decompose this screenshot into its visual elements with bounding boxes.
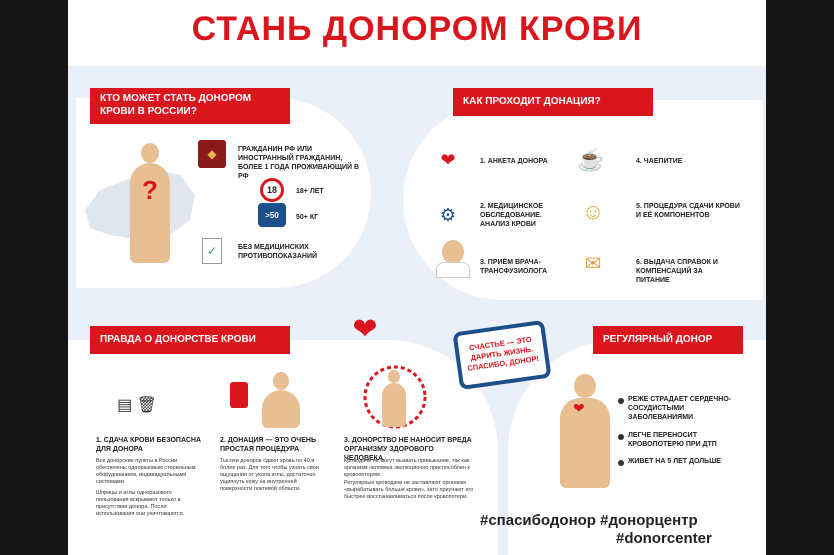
person-small-silhouette bbox=[382, 383, 406, 427]
truth-col1-body2: Шприцы и иглы одноразового пользования в… bbox=[96, 490, 185, 517]
right-dark-frame bbox=[766, 0, 834, 555]
process-step-5: 5. ПРОЦЕДУРА СДАЧИ КРОВИ И ЕЁ КОМПОНЕНТО… bbox=[636, 203, 740, 219]
cycle-arrow-icon bbox=[363, 365, 427, 429]
regular-donor-head bbox=[574, 374, 596, 398]
truth-col3-title: 3. ДОНОРСТВО НЕ НАНОСИТ ВРЕДА ОРГАНИЗМУ … bbox=[344, 437, 472, 462]
process-step-4: 4. ЧАЕПИТИЕ bbox=[636, 158, 683, 165]
title-band bbox=[68, 0, 766, 66]
person-silhouette bbox=[130, 163, 170, 263]
tea-icon: ☕ bbox=[577, 147, 605, 172]
process-step-2: 2. МЕДИЦИНСКОЕ ОБСЛЕДОВАНИЕ. АНАЛИЗ КРОВ… bbox=[480, 203, 543, 228]
doctor-icon bbox=[442, 240, 464, 264]
who-item-4: БЕЗ МЕДИЦИНСКИХ ПРОТИВОПОКАЗАНИЙ bbox=[238, 244, 318, 260]
donation-chair-icon: ☺ bbox=[581, 199, 605, 224]
regular-item-3: ЖИВЕТ НА 5 ЛЕТ ДОЛЬШЕ bbox=[628, 458, 721, 465]
regular-item-2: ЛЕГЧЕ ПЕРЕНОСИТ КРОВОПОТЕРЮ ПРИ ДТП bbox=[628, 432, 717, 448]
truth-col3-body: Кроводачи не могут вызвать привыкание, т… bbox=[344, 458, 470, 478]
person-small-head bbox=[388, 370, 400, 383]
heart-hands-icon: ❤ bbox=[352, 312, 378, 346]
scale-icon: >50 bbox=[258, 203, 286, 227]
regular-heading: РЕГУЛЯРНЫЙ ДОНОР bbox=[593, 326, 743, 354]
regular-donor-silhouette bbox=[560, 398, 610, 488]
regular-bullet-3 bbox=[618, 460, 624, 466]
person-head bbox=[141, 143, 159, 163]
regular-item-1: РЕЖЕ СТРАДАЕТ СЕРДЕЧНО-СОСУДИСТЫМИ ЗАБОЛ… bbox=[628, 396, 732, 421]
truth-col1-body: Все донорские пункты в России обеспечены… bbox=[96, 458, 196, 485]
left-dark-frame bbox=[0, 0, 68, 555]
passport-icon: ◆ bbox=[198, 140, 226, 168]
truth-heading: ПРАВДА О ДОНОРСТВЕ КРОВИ bbox=[90, 326, 290, 354]
truth-col3-body2: Регулярные кроводачи не заставляют орган… bbox=[344, 480, 474, 500]
heart-icon: ❤ bbox=[573, 400, 585, 416]
process-heading: КАК ПРОХОДИТ ДОНАЦИЯ? bbox=[453, 88, 653, 116]
who-item-1: ГРАЖДАНИН РФ ИЛИ ИНОСТРАННЫЙ ГРАЖДАНИН, … bbox=[238, 146, 360, 180]
who-item-3: 50+ КГ bbox=[296, 214, 319, 221]
checklist-icon: ✓ bbox=[202, 238, 222, 264]
donor-head bbox=[273, 372, 289, 390]
regular-panel bbox=[508, 340, 766, 555]
doctor-coat bbox=[436, 262, 470, 278]
who-heading: КТО МОЖЕТ СТАТЬ ДОНОРОМ КРОВИ В РОССИИ? bbox=[90, 88, 290, 124]
truth-col1-title: 1. СДАЧА КРОВИ БЕЗОПАСНА ДЛЯ ДОНОРА bbox=[96, 437, 202, 453]
form-icon: ❤ bbox=[440, 149, 456, 170]
process-step-3: 3. ПРИЁМ ВРАЧА-ТРАНСФУЗИОЛОГА bbox=[480, 259, 548, 275]
poster: СТАНЬ ДОНОРОМ КРОВИ КТО МОЖЕТ СТАТЬ ДОНО… bbox=[68, 0, 766, 555]
disposable-equipment-icon: ▤ 🗑 bbox=[117, 397, 157, 414]
process-step-6: 6. ВЫДАЧА СПРАВОК И КОМПЕНСАЦИЙ ЗА ПИТАН… bbox=[636, 259, 718, 284]
donor-silhouette bbox=[262, 390, 300, 428]
page-title: СТАНЬ ДОНОРОМ КРОВИ bbox=[191, 10, 643, 48]
hashtag-line-1: #спасибодонор #донорцентр bbox=[480, 512, 698, 529]
truth-col2-title: 2. ДОНАЦИЯ — ЭТО ОЧЕНЬ ПРОСТАЯ ПРОЦЕДУРА bbox=[220, 437, 316, 453]
test-tubes-icon: ⚙ bbox=[439, 204, 457, 225]
truth-col2-body: Тысячи доноров сдают кровь по 40 и более… bbox=[220, 458, 319, 492]
process-step-1: 1. АНКЕТА ДОНОРА bbox=[480, 158, 548, 165]
regular-bullet-1 bbox=[618, 398, 624, 404]
documents-icon: ✉ bbox=[584, 252, 602, 275]
regular-bullet-2 bbox=[618, 434, 624, 440]
age-18-icon: 18 bbox=[260, 178, 284, 202]
hashtag-line-2: #donorcenter bbox=[616, 530, 712, 547]
blood-bag-icon bbox=[230, 382, 248, 408]
question-mark-icon: ? bbox=[142, 175, 158, 205]
who-item-2: 18+ ЛЕТ bbox=[296, 188, 324, 195]
